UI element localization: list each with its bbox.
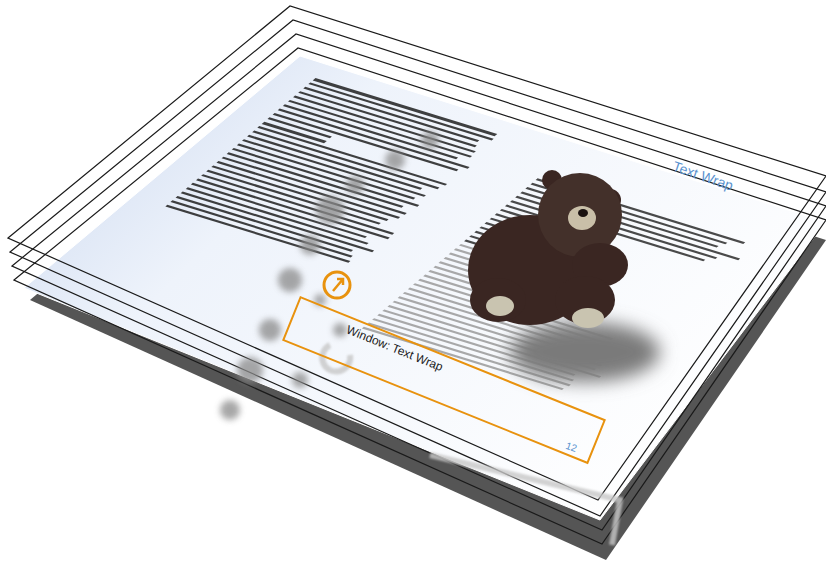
greeked-line <box>308 82 493 140</box>
page-number: 12 <box>564 440 578 454</box>
greeked-line <box>222 157 407 215</box>
greeked-line <box>262 122 327 144</box>
label-text: Text Wrap <box>671 158 736 194</box>
greeked-line <box>227 152 404 207</box>
greeked-line <box>273 113 459 171</box>
bear-shadow <box>510 322 660 382</box>
greeked-line <box>242 139 426 197</box>
label-text: 12 <box>564 440 578 454</box>
greeked-line <box>288 100 472 158</box>
greeked-line <box>181 192 374 253</box>
page-outlines <box>8 6 826 544</box>
ink-splatter <box>220 131 439 420</box>
text-wrap-icon <box>324 272 350 298</box>
greeked-line <box>186 187 369 244</box>
wrap-option-box: Window: Text Wrap <box>282 296 606 464</box>
box-label: Window: Text Wrap <box>343 322 447 375</box>
teddy-bear <box>468 170 628 328</box>
greeked-text <box>112 78 783 396</box>
greeked-line <box>293 96 476 153</box>
page-header: Text Wrap <box>671 158 736 194</box>
greeked-line <box>298 91 477 147</box>
greeked-line <box>216 161 400 219</box>
greeked-line <box>237 144 415 200</box>
greeked-line <box>176 196 353 252</box>
greeked-line <box>211 165 388 221</box>
